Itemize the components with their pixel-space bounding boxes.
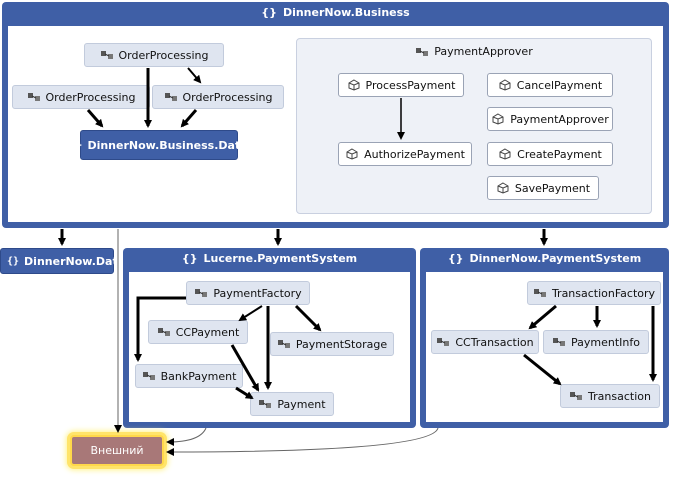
node-external[interactable]: Внешний	[70, 435, 164, 466]
group-title: DinnerNow.PaymentSystem	[469, 252, 642, 265]
node-label: PaymentApprover	[510, 112, 609, 126]
node-cancel-payment[interactable]: CancelPayment	[487, 73, 613, 97]
node-label: DinnerNow.Data	[24, 254, 126, 268]
node-payment-info[interactable]: PaymentInfo	[543, 330, 649, 354]
method-icon	[496, 182, 510, 194]
node-label: Payment	[277, 397, 326, 411]
node-label: PaymentInfo	[571, 335, 640, 349]
node-authorize-payment[interactable]: AuthorizePayment	[338, 142, 472, 166]
node-payment[interactable]: Payment	[250, 392, 334, 416]
class-icon	[258, 398, 272, 410]
edge	[166, 427, 439, 456]
namespace-icon: {}	[70, 139, 83, 151]
node-cctransaction[interactable]: CCTransaction	[431, 330, 539, 354]
class-icon	[436, 336, 450, 348]
node-label: SavePayment	[514, 181, 591, 195]
class-icon	[415, 46, 429, 58]
node-order-processing-top[interactable]: OrderProcessing	[84, 43, 224, 67]
node-ccpayment[interactable]: CCPayment	[148, 320, 248, 344]
node-label: ProcessPayment	[365, 78, 456, 92]
node-transaction[interactable]: Transaction	[560, 384, 660, 408]
node-label: CancelPayment	[516, 78, 603, 92]
node-label: PaymentFactory	[213, 286, 302, 300]
namespace-icon: {}	[181, 252, 198, 265]
node-process-payment[interactable]: ProcessPayment	[338, 73, 464, 97]
node-order-processing-left[interactable]: OrderProcessing	[12, 85, 150, 109]
group-title: Lucerne.PaymentSystem	[203, 252, 358, 265]
node-label: DinnerNow.Business.Data	[87, 138, 248, 152]
node-label: OrderProcessing	[118, 48, 209, 62]
node-save-payment[interactable]: SavePayment	[487, 176, 599, 200]
node-payment-approver[interactable]: PaymentApprover	[487, 107, 613, 131]
node-create-payment[interactable]: CreatePayment	[487, 142, 613, 166]
class-icon	[164, 91, 178, 103]
class-icon	[142, 370, 156, 382]
node-label: Внешний	[90, 444, 144, 457]
node-dinnernow-business-data[interactable]: {} DinnerNow.Business.Data	[70, 130, 248, 160]
node-label: TransactionFactory	[551, 286, 656, 300]
node-label: OrderProcessing	[182, 90, 273, 104]
node-label: AuthorizePayment	[364, 147, 465, 161]
node-label: BankPayment	[160, 369, 237, 383]
node-label: CCPayment	[175, 325, 240, 339]
node-bank-payment[interactable]: BankPayment	[135, 364, 243, 388]
namespace-icon: {}	[447, 252, 464, 265]
class-icon	[569, 390, 583, 402]
node-label: Transaction	[588, 389, 651, 403]
method-icon	[491, 113, 505, 125]
node-label: CCTransaction	[455, 335, 534, 349]
class-icon	[27, 91, 41, 103]
method-icon	[498, 148, 512, 160]
node-dinnernow-data[interactable]: {} DinnerNow.Data	[0, 248, 125, 274]
method-icon	[347, 79, 361, 91]
node-payment-storage[interactable]: PaymentStorage	[270, 332, 394, 356]
class-icon	[100, 49, 114, 61]
node-label: PaymentStorage	[295, 337, 388, 351]
edge	[166, 427, 207, 446]
class-icon	[157, 326, 171, 338]
node-label: CreatePayment	[517, 147, 602, 161]
group-title: DinnerNow.Business	[282, 6, 410, 19]
namespace-icon: {}	[7, 255, 20, 267]
class-icon	[277, 338, 291, 350]
method-icon	[498, 79, 512, 91]
node-transaction-factory[interactable]: TransactionFactory	[527, 281, 661, 305]
class-icon	[552, 336, 566, 348]
node-label: OrderProcessing	[45, 90, 136, 104]
class-icon	[533, 287, 547, 299]
subgroup-title: PaymentApprover	[434, 45, 533, 58]
namespace-icon: {}	[261, 6, 277, 19]
class-icon	[194, 287, 208, 299]
node-order-processing-right[interactable]: OrderProcessing	[152, 85, 284, 109]
node-payment-factory[interactable]: PaymentFactory	[186, 281, 310, 305]
method-icon	[345, 148, 359, 160]
